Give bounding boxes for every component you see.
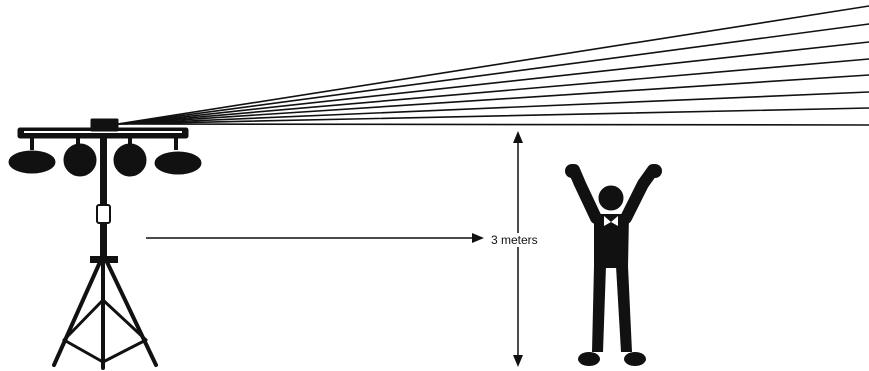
light-beam <box>117 23 869 125</box>
person-left-leg <box>592 266 606 352</box>
par-light-right <box>113 143 147 177</box>
derby-light-right <box>154 151 202 175</box>
distance-arrow <box>146 233 484 243</box>
light-beam <box>117 41 869 125</box>
person-right-arm <box>620 164 659 224</box>
light-beam <box>117 123 869 126</box>
light-beam <box>117 107 869 125</box>
person-silhouette <box>565 164 662 366</box>
person-right-shoe <box>624 352 646 366</box>
light-beam <box>117 5 869 125</box>
light-beam <box>117 74 869 125</box>
derby-light-left <box>8 150 56 174</box>
person-left-shoe <box>578 352 600 366</box>
person-head <box>598 185 624 211</box>
light-beam <box>117 58 869 125</box>
stand-mast <box>100 138 107 258</box>
stand-clamp <box>96 204 111 224</box>
height-arrow <box>513 131 523 367</box>
par-light-left <box>63 143 97 177</box>
person-left-arm <box>568 164 602 224</box>
light-bar-highlight <box>24 131 182 133</box>
control-box <box>90 118 119 132</box>
stand-collar <box>90 256 118 263</box>
light-beam <box>117 91 869 125</box>
distance-label: 3 meters <box>489 233 540 247</box>
tripod-legs <box>52 260 158 370</box>
lighting-rig <box>8 118 202 370</box>
light-beams <box>117 5 869 126</box>
person-right-leg <box>616 266 632 352</box>
person-torso <box>594 214 629 268</box>
